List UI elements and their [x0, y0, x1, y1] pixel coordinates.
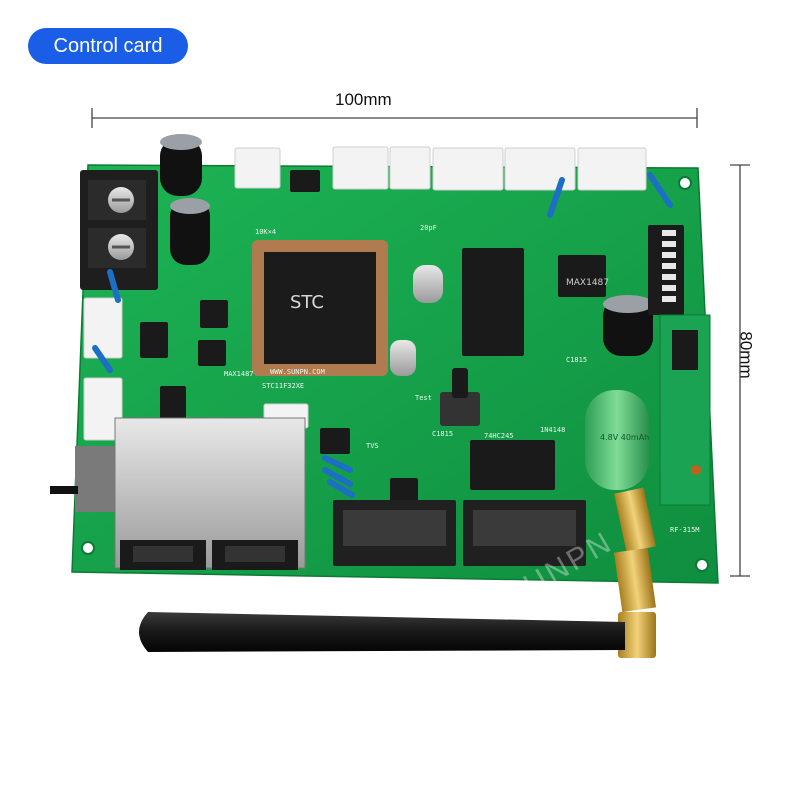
driver-ic-silk: 74HC245 [484, 432, 514, 440]
power-screw-terminal [80, 170, 158, 290]
cap-silk: 20pF [420, 224, 437, 232]
height-dimension-line [730, 164, 750, 577]
mcu-socket: STC [252, 240, 388, 376]
battery-silk: 4.8V 40mAh [600, 433, 649, 442]
rubber-antenna [139, 612, 625, 652]
tvs-silk: TVS [366, 442, 379, 450]
website-silk: WWW.SUNPN.COM [270, 368, 325, 376]
nimh-battery: 4.8V 40mAh [585, 390, 649, 490]
rf-module [659, 314, 711, 506]
electrolytic-capacitors [160, 134, 653, 356]
ic-chips [140, 170, 606, 502]
width-dimension-line [91, 108, 698, 128]
transistor-silk-a: C1815 [432, 430, 453, 438]
control-card-badge: Control card [28, 28, 188, 64]
mcu-model-silk: STC11F32XE [262, 382, 304, 390]
dual-rj45-jack [50, 417, 306, 570]
rf-module-silk: RF-315M [670, 526, 700, 534]
rs485-chip-label: MAX1487 [566, 278, 609, 288]
crystals [390, 265, 443, 376]
test-push-button [440, 368, 480, 426]
sma-connector [613, 487, 657, 658]
idc-box-headers [333, 500, 586, 566]
top-connectors [234, 146, 647, 191]
mcu-brand: STC [290, 292, 324, 313]
resistors [92, 172, 673, 498]
rs485-silk-b: MAX1487 [224, 370, 254, 378]
width-dimension-label: 100mm [335, 90, 392, 109]
diode-silk: 1N4148 [540, 426, 565, 434]
transistor-silk-b: C1815 [566, 356, 587, 364]
resistor-array-silk: 10K×4 [255, 228, 276, 236]
test-silk: Test [415, 394, 432, 402]
dip-switch [648, 225, 684, 315]
side-connectors [83, 297, 309, 441]
